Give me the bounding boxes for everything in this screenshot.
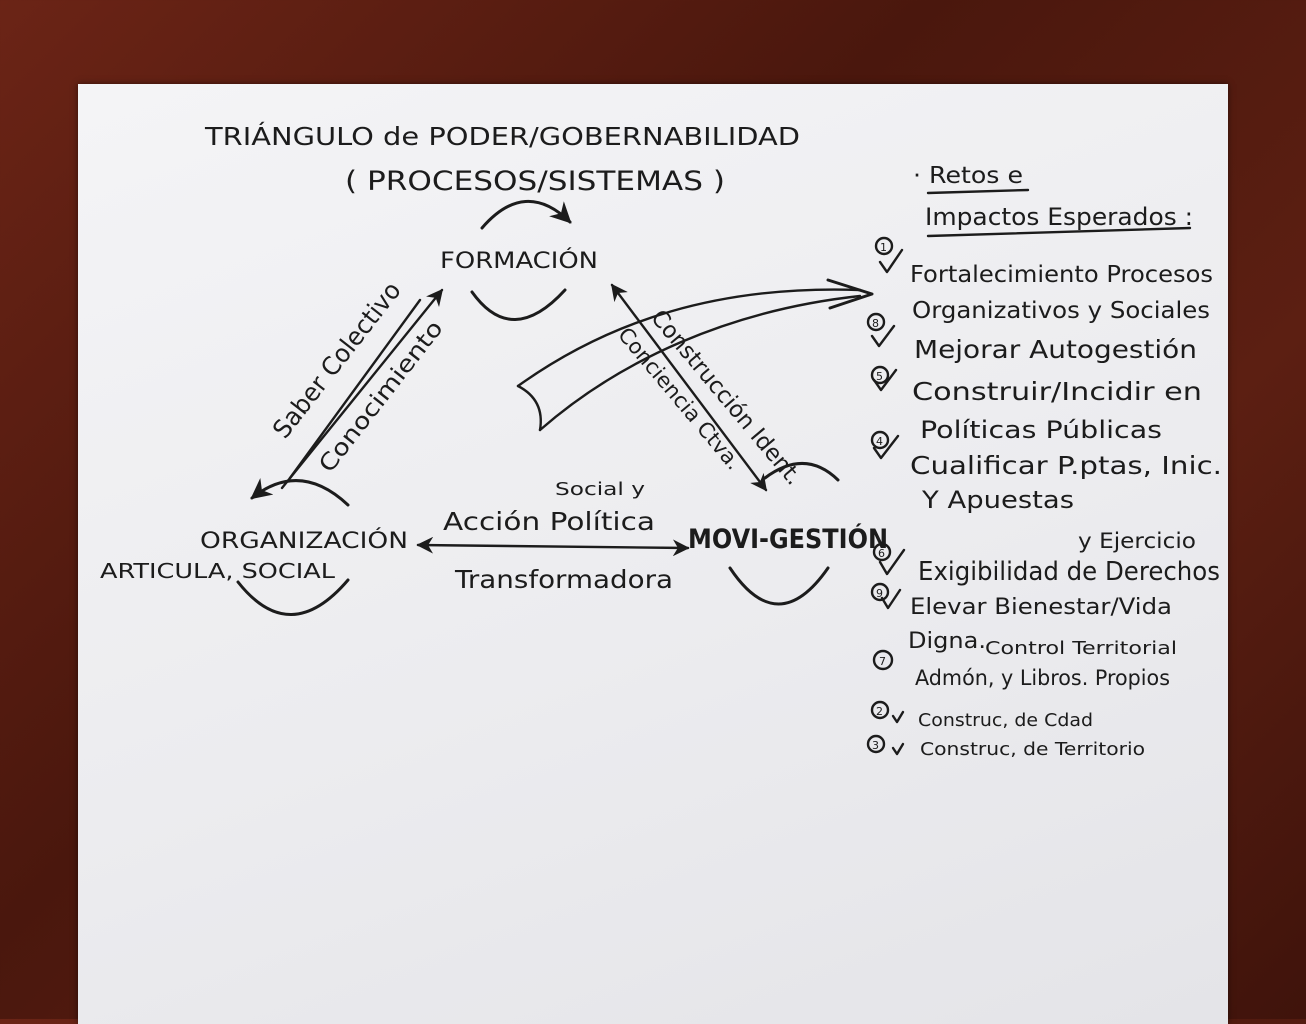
- movigestion-cycle-top: [763, 462, 840, 482]
- edge-label-accion-politica: Acción Política: [443, 507, 655, 536]
- edge-label-social: Social y: [555, 479, 645, 500]
- check-icon: [878, 248, 904, 274]
- sidebar-heading-underline-2: [926, 226, 1192, 238]
- edge-right: [610, 283, 768, 492]
- check-icon: [880, 588, 902, 610]
- item-number: 9: [876, 587, 883, 600]
- item-text: Control Territorial: [985, 638, 1177, 659]
- node-formacion: FORMACIÓN: [440, 248, 598, 274]
- item-number: 6: [878, 547, 885, 560]
- formacion-cycle-bottom: [470, 288, 567, 321]
- node-movigestion: MOVI-GESTIÓN: [688, 523, 888, 555]
- item-number: 5: [876, 370, 883, 383]
- sidebar-item-3: 5 Construir/Incidir en Políticas Pública…: [870, 365, 1202, 444]
- item-number: 1: [880, 241, 887, 254]
- item-number: 4: [876, 435, 883, 448]
- sidebar-item-5: y Ejercicio 6 Exigibilidad de Derechos: [872, 529, 1220, 587]
- impact-arrow-head: [826, 278, 874, 310]
- sidebar-item-8: 2 Construc, de Cdad: [870, 700, 1093, 731]
- check-icon: [878, 548, 906, 576]
- item-text: Admón, y Libros. Propios: [915, 666, 1170, 690]
- item-text: Elevar Bienestar/Vida: [910, 595, 1172, 620]
- item-number: 8: [872, 317, 879, 330]
- item-number: 3: [872, 739, 879, 752]
- diagram-title: TRIÁNGULO de PODER/GOBERNABILIDAD: [204, 122, 800, 151]
- impact-arrow-tail: [516, 384, 542, 432]
- organizacion-cycle-top: [250, 478, 350, 507]
- item-text: y Ejercicio: [1078, 529, 1196, 553]
- item-text: Y Apuestas: [921, 486, 1074, 514]
- edge-left-up: [280, 288, 444, 490]
- check-icon: [870, 324, 896, 348]
- sidebar-item-9: 3 Construc, de Territorio: [866, 734, 1145, 760]
- check-icon: [891, 710, 905, 724]
- edge-left-down: [288, 298, 422, 480]
- item-text: Mejorar Autogestión: [914, 335, 1197, 364]
- node-organizacion-sub: ARTICULA, SOCIAL: [100, 559, 336, 583]
- formacion-cycle-top: [480, 199, 572, 230]
- edge-label-transformadora: Transformadora: [454, 565, 673, 594]
- movigestion-cycle-bottom: [728, 566, 830, 606]
- sidebar-heading-1: · Retos e: [913, 163, 1023, 189]
- item-text: Construir/Incidir en: [912, 377, 1202, 406]
- check-icon: [872, 434, 900, 460]
- item-text: Construc, de Cdad: [918, 710, 1093, 731]
- item-text: Exigibilidad de Derechos: [918, 557, 1220, 587]
- node-organizacion: ORGANIZACIÓN: [200, 528, 408, 554]
- item-number: 7: [879, 655, 886, 668]
- sidebar-item-7: Control Territorial 7 Admón, y Libros. P…: [872, 638, 1177, 690]
- sidebar-item-6: 9 Elevar Bienestar/Vida Digna.: [870, 582, 1172, 654]
- impact-arrow-lower: [538, 294, 862, 432]
- item-text: Cualificar P.ptas, Inic.: [910, 451, 1222, 480]
- sidebar-item-1: 1 Fortalecimiento Procesos Organizativos…: [874, 236, 1213, 324]
- item-text: Digna.: [908, 629, 986, 654]
- item-text: Políticas Públicas: [920, 416, 1162, 444]
- item-number: 2: [876, 705, 883, 718]
- sidebar-item-2: 8 Mejorar Autogestión: [866, 312, 1197, 364]
- organizacion-cycle-bottom: [236, 578, 350, 616]
- sidebar-heading-underline-1: [926, 188, 1030, 195]
- item-text: Construc, de Territorio: [920, 739, 1145, 760]
- sidebar-item-4: 4 Cualificar P.ptas, Inic. Y Apuestas: [870, 430, 1222, 514]
- item-text: Organizativos y Sociales: [912, 298, 1210, 324]
- impact-arrow-upper: [516, 288, 862, 388]
- diagram-subtitle: ( PROCESOS/SISTEMAS ): [345, 166, 725, 197]
- sidebar-heading-2: Impactos Esperados :: [925, 203, 1193, 231]
- check-icon: [872, 368, 898, 392]
- check-icon: [891, 742, 905, 756]
- item-text: Fortalecimiento Procesos: [910, 262, 1213, 288]
- edge-bottom: [416, 536, 690, 557]
